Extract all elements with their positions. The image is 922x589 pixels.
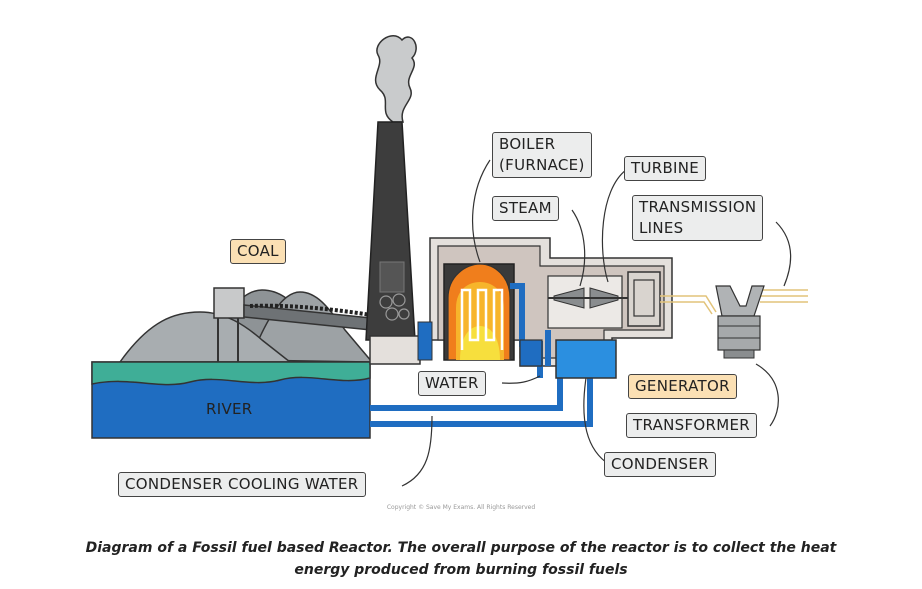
figure-caption: Diagram of a Fossil fuel based Reactor. … [85,540,837,578]
copyright-notice: Copyright © Save My Exams. All Rights Re… [386,504,536,511]
river [91,361,371,439]
condenser-unit [555,339,617,379]
chimney [365,121,416,341]
steam-label: STEAM [492,196,559,221]
turbine-label: TURBINE [624,156,707,181]
coal-label: COAL [230,239,286,264]
water-tank [519,339,543,367]
generator-unit [627,271,661,327]
transformer-label: TRANSFORMER [626,413,757,438]
river-label: RIVER [206,400,253,418]
power-lines [660,289,808,315]
boiler-label: BOILER (FURNACE) [492,132,592,178]
condenser-cooling-water-label: CONDENSER COOLING WATER [118,472,366,497]
water-label: WATER [418,371,486,396]
generator-label: GENERATOR [628,374,737,399]
transformer-unit [715,285,765,359]
power-plant-diagram [91,34,808,487]
boiler-furnace [443,263,515,361]
pump [417,321,433,361]
leader-lines [401,159,792,487]
turbine-unit [547,275,630,329]
transmission-lines-label: TRANSMISSION LINES [632,195,764,241]
smoke [374,34,417,123]
condenser-label: CONDENSER [604,452,716,477]
